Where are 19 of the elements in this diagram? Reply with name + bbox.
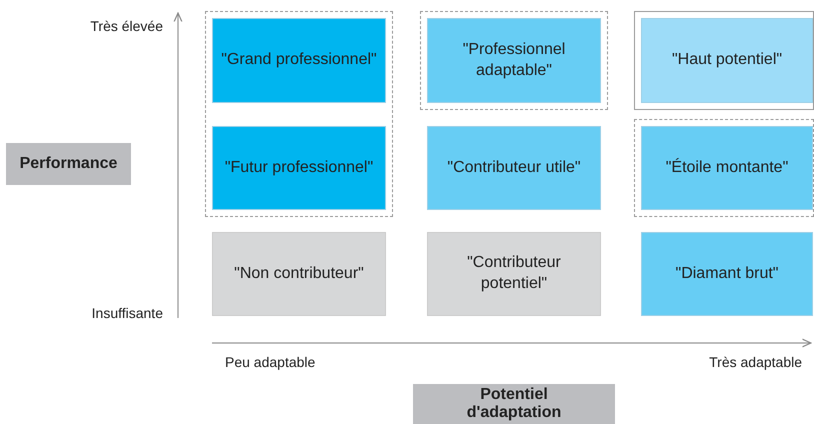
dashed-group-outline [634,119,814,217]
axis-label: Très adaptable [709,354,802,370]
axis-title-box: Performance [6,143,131,185]
axis-label: Insuffisante [92,305,163,321]
category-box: "Professionnel adaptable" [427,18,601,103]
category-box: "Étoile montante" [641,126,813,210]
category-box: "Contributeur potentiel" [427,232,601,316]
category-box: "Contributeur utile" [427,126,601,210]
dashed-group-outline [420,11,608,110]
dashed-group-outline [205,11,393,217]
category-box: "Diamant brut" [641,232,813,316]
category-box: "Futur professionnel" [212,126,386,210]
axis-label: Peu adaptable [225,354,316,370]
category-box: "Grand professionnel" [212,18,386,103]
group-outline [634,11,814,110]
category-box: "Haut potentiel" [641,18,813,103]
category-box: "Non contributeur" [212,232,386,316]
axis-label: Très élevée [90,18,163,34]
axis-title-box: Potentiel d'adaptation [413,384,615,424]
